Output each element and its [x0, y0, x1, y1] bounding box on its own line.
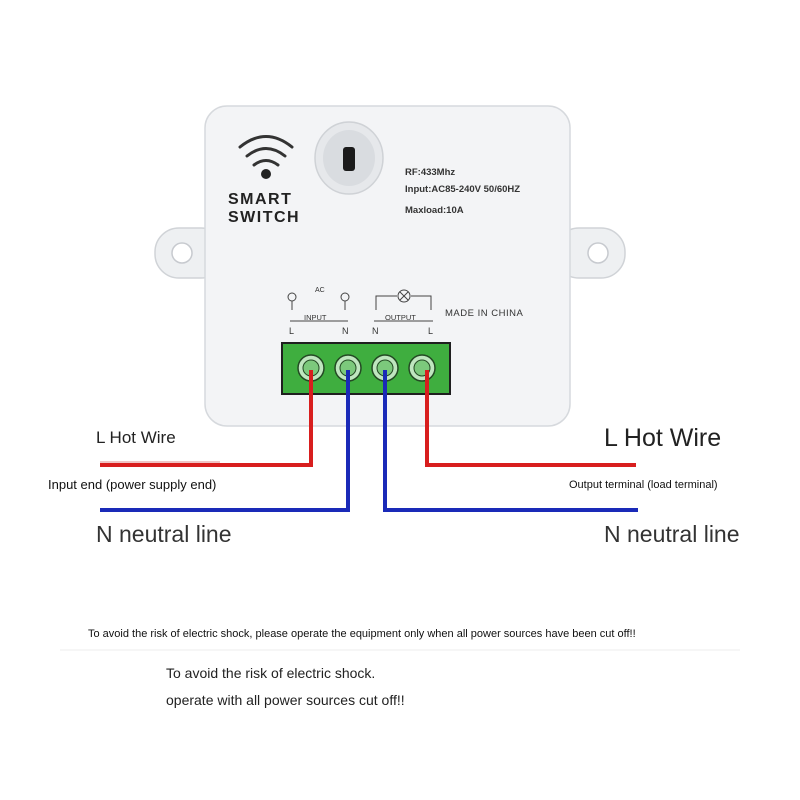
terminal-screws	[297, 354, 436, 382]
left-hot-wire-label: L Hot Wire	[96, 428, 176, 447]
led-indicator	[261, 169, 271, 179]
screw-n-input	[334, 354, 362, 382]
input-end-label: Input end (power supply end)	[48, 477, 217, 492]
wire-hot-input	[100, 370, 313, 467]
spec-load: Maxload:10A	[405, 205, 464, 216]
wifi-icon	[238, 135, 294, 167]
wire-neutral-input	[100, 370, 350, 512]
input-label: INPUT	[304, 313, 327, 322]
right-hot-wire-label: L Hot Wire	[604, 424, 722, 452]
wire-hot-output	[425, 370, 636, 467]
screw-l-output	[408, 354, 436, 382]
output-terminal-label: Output terminal (load terminal)	[569, 479, 718, 491]
output-label: OUTPUT	[385, 313, 416, 322]
terminal-label-n-input: N	[342, 326, 349, 336]
brand-line2: SWITCH	[228, 209, 300, 226]
made-in-label: MADE IN CHINA	[445, 308, 523, 319]
output-schematic	[374, 295, 433, 322]
terminal-label-l-input: L	[289, 326, 294, 336]
ac-label: AC	[315, 287, 325, 294]
warning-long: To avoid the risk of electric shock, ple…	[88, 628, 636, 640]
spec-input: Input:AC85-240V 50/60HZ	[405, 184, 520, 195]
mounting-ear-right	[554, 227, 626, 279]
brand-line1: SMART	[228, 191, 292, 208]
input-schematic	[287, 292, 350, 322]
warning-short-line1: To avoid the risk of electric shock.	[166, 665, 376, 681]
warning-short-line2: operate with all power sources cut off!!	[166, 692, 405, 708]
spec-rf: RF:433Mhz	[405, 167, 455, 178]
left-neutral-label: N neutral line	[96, 521, 232, 547]
lamp-icon	[397, 289, 411, 303]
terminal-label-n-output: N	[372, 326, 379, 336]
screw-n-output	[371, 354, 399, 382]
pair-button	[314, 121, 384, 195]
wire-neutral-output	[383, 370, 638, 512]
terminal-label-l-output: L	[428, 326, 433, 336]
right-neutral-label: N neutral line	[604, 521, 740, 547]
